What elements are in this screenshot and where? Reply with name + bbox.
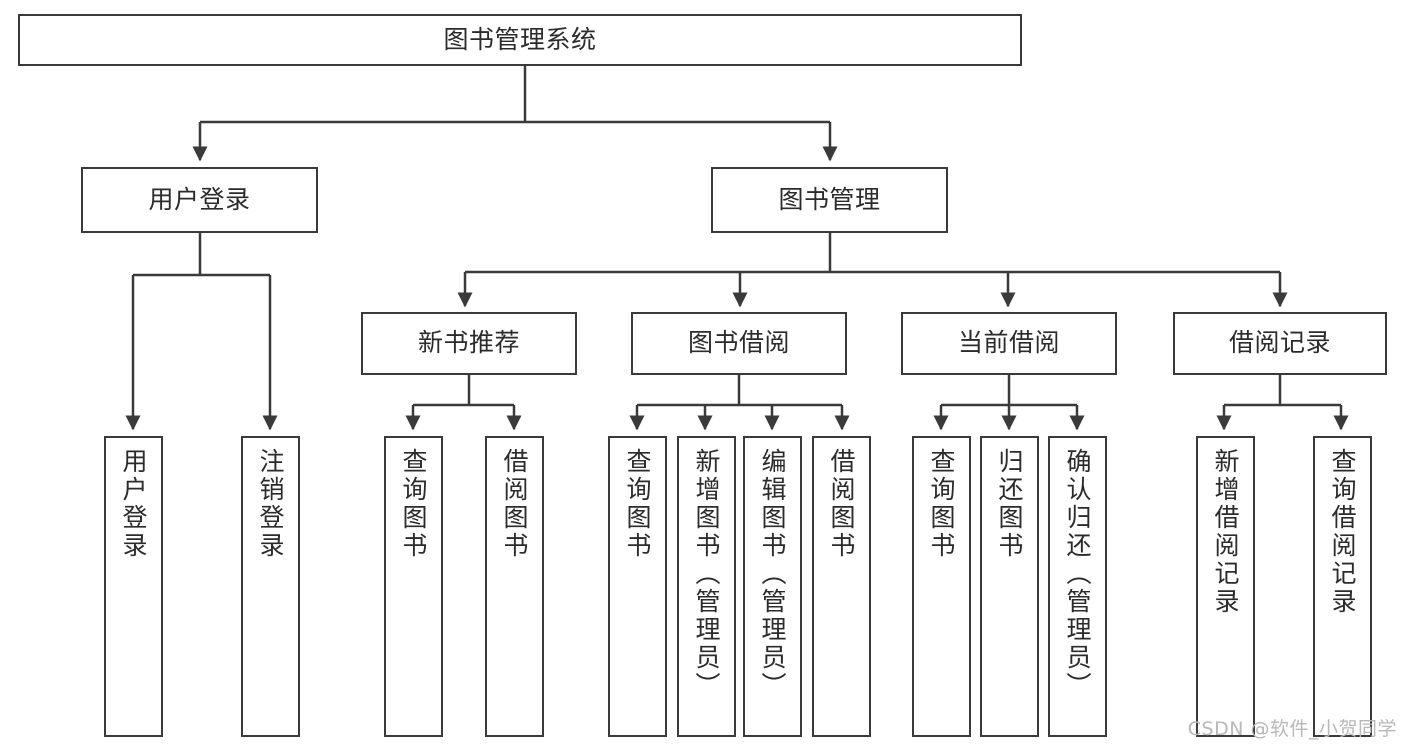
watermark-text: CSDN @软件_小贺同学 (1187, 718, 1397, 740)
node-label: 查询借阅记录 (1328, 448, 1357, 616)
node-label: 当前借阅 (957, 328, 1060, 358)
node-label: 注销登录 (256, 448, 285, 560)
node-leaf-edit-book[interactable]: 编辑图书（管理员） (743, 436, 802, 737)
node-leaf-query-book-2[interactable]: 查询图书 (608, 436, 667, 737)
node-leaf-borrow-book-2[interactable]: 借阅图书 (812, 436, 871, 737)
node-label: 用户登录 (119, 448, 148, 560)
node-leaf-borrow-book-1[interactable]: 借阅图书 (485, 436, 544, 737)
node-label: 图书管理 (778, 184, 881, 214)
node-label: 用户登录 (148, 184, 251, 214)
node-leaf-logout[interactable]: 注销登录 (241, 436, 300, 737)
node-label: 图书管理系统 (443, 24, 597, 54)
node-label: 借阅图书 (500, 448, 529, 560)
node-label: 新书推荐 (417, 328, 520, 358)
node-leaf-query-book-3[interactable]: 查询图书 (912, 436, 971, 737)
node-book-management-system[interactable]: 图书管理系统 (18, 14, 1022, 66)
node-label: 确认归还（管理员） (1063, 448, 1092, 700)
node-leaf-query-book-1[interactable]: 查询图书 (384, 436, 443, 737)
node-leaf-return-book[interactable]: 归还图书 (980, 436, 1039, 737)
node-leaf-query-record[interactable]: 查询借阅记录 (1313, 436, 1372, 737)
node-label: 查询图书 (399, 448, 428, 560)
node-label: 归还图书 (995, 448, 1024, 560)
node-book-borrow[interactable]: 图书借阅 (631, 312, 847, 375)
node-user-login[interactable]: 用户登录 (81, 167, 318, 233)
node-borrow-record[interactable]: 借阅记录 (1173, 312, 1387, 375)
node-label: 新增图书（管理员） (692, 448, 721, 700)
node-label: 借阅图书 (827, 448, 856, 560)
node-label: 新增借阅记录 (1211, 448, 1240, 616)
node-label: 编辑图书（管理员） (758, 448, 787, 700)
node-book-management[interactable]: 图书管理 (711, 167, 948, 233)
node-current-borrow[interactable]: 当前借阅 (901, 312, 1117, 375)
node-new-book-recommend[interactable]: 新书推荐 (361, 312, 577, 375)
node-leaf-add-record[interactable]: 新增借阅记录 (1196, 436, 1255, 737)
node-leaf-user-login[interactable]: 用户登录 (104, 436, 163, 737)
node-leaf-confirm-return[interactable]: 确认归还（管理员） (1048, 436, 1107, 737)
node-leaf-add-book[interactable]: 新增图书（管理员） (677, 436, 736, 737)
node-label: 查询图书 (623, 448, 652, 560)
node-label: 查询图书 (927, 448, 956, 560)
node-label: 借阅记录 (1228, 328, 1331, 358)
node-label: 图书借阅 (687, 328, 790, 358)
